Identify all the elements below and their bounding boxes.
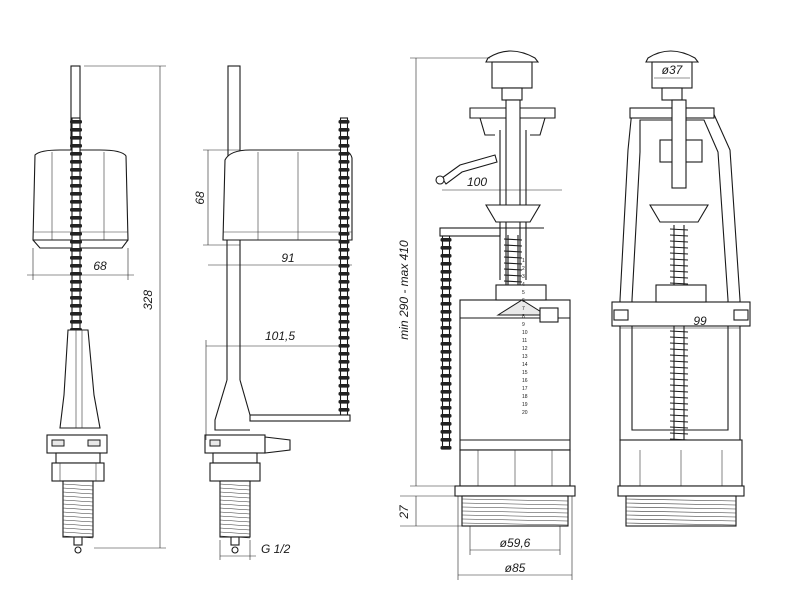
dimension-thread-diameter: ø59,6 [469,526,561,555]
dimension-328: 328 [84,65,166,549]
dimension-flange-diameter: ø85 [457,496,573,580]
dimension-flush-range: min 290 - max 410 [397,57,490,487]
dimension-101-5: 101,5 [205,329,350,440]
fill-valve-front-view [32,65,129,554]
scale-mark: 10 [522,330,528,336]
scale-mark: 5 [522,290,525,296]
dimension-flange-diameter-label: ø85 [505,561,526,575]
dimension-328-label: 328 [141,290,155,310]
dimension-91: 91 [208,251,352,266]
scale-mark: 8 [522,314,525,320]
scale-mark: 12 [522,346,528,352]
dimension-thread: G 1/2 [219,540,291,560]
dimension-68-height: 68 [193,149,240,246]
dimension-101-5-label: 101,5 [265,329,295,343]
dimension-37-label: ø37 [662,63,684,77]
scale-mark: 6 [522,298,525,304]
notched-rod [70,117,82,332]
scale-mark: 9 [522,322,525,328]
dimension-99: 99 [620,314,740,329]
dimension-91-label: 91 [281,251,294,265]
fill-valve-side-view [204,65,353,554]
dimension-100: 100 [442,175,562,191]
dimension-thread-label: G 1/2 [261,542,291,556]
flush-valve-side-view [611,50,751,527]
scale-mark: 1 [522,258,525,264]
scale-mark: 4 [522,282,525,288]
dimension-68-height-label: 68 [193,191,207,205]
scale-mark: 15 [522,370,528,376]
dimension-27: 27 [397,495,462,527]
scale-mark: 3 [522,274,525,280]
dimension-100-label: 100 [467,175,487,189]
scale-mark: 2 [522,266,525,272]
scale-mark: 16 [522,378,528,384]
scale-mark: 17 [522,386,528,392]
scale-mark: 19 [522,402,528,408]
scale-mark: 14 [522,362,528,368]
dimension-99-label: 99 [693,314,707,328]
scale-mark: 20 [522,410,528,416]
flush-valve-front-view [435,50,576,527]
scale-mark: 11 [522,338,527,344]
scale-mark: 13 [522,354,528,360]
dimension-27-label: 27 [397,504,411,520]
dimension-flush-range-label: min 290 - max 410 [397,240,411,340]
dimension-thread-diameter-label: ø59,6 [500,536,531,550]
scale-mark: 18 [522,394,528,400]
scale-mark: 7 [522,306,525,312]
dimension-37: ø37 [654,63,690,79]
dimension-68-float-label: 68 [93,259,107,273]
dimension-68-float: 68 [27,248,134,280]
